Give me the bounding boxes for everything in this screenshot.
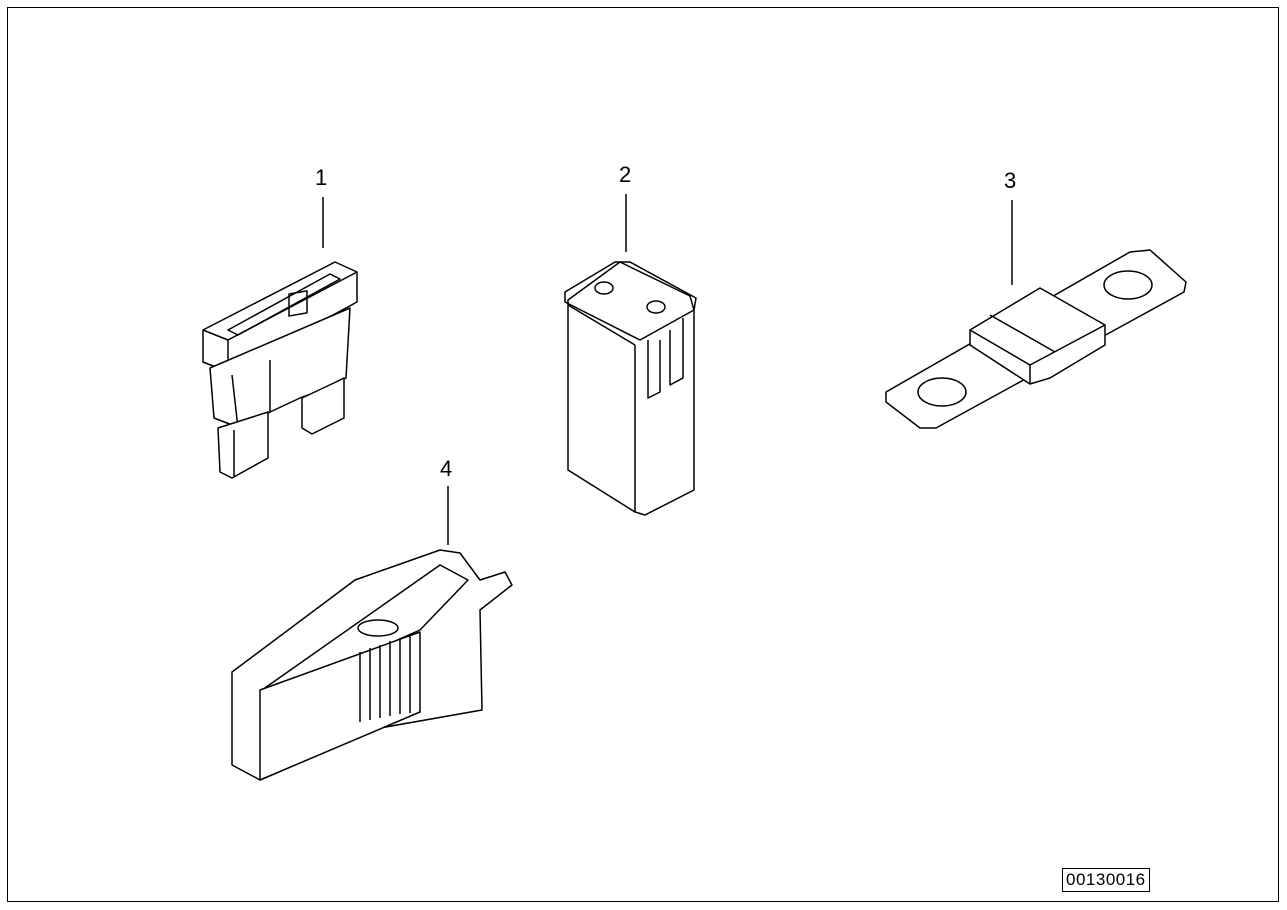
grip-ridges xyxy=(359,634,411,722)
part-4-fuse-puller xyxy=(231,549,513,781)
part-number-label: 3 xyxy=(1004,168,1017,193)
drawing-code: 00130016 xyxy=(1062,868,1150,892)
part-2-maxi-fuse xyxy=(564,261,697,516)
part-number-label: 4 xyxy=(440,456,453,481)
part-1-blade-fuse xyxy=(202,261,358,479)
drawing-frame xyxy=(7,7,1279,902)
part-number-label: 1 xyxy=(315,165,328,190)
part-3-strip-fuse xyxy=(885,249,1187,429)
part-number-label: 2 xyxy=(619,162,632,187)
